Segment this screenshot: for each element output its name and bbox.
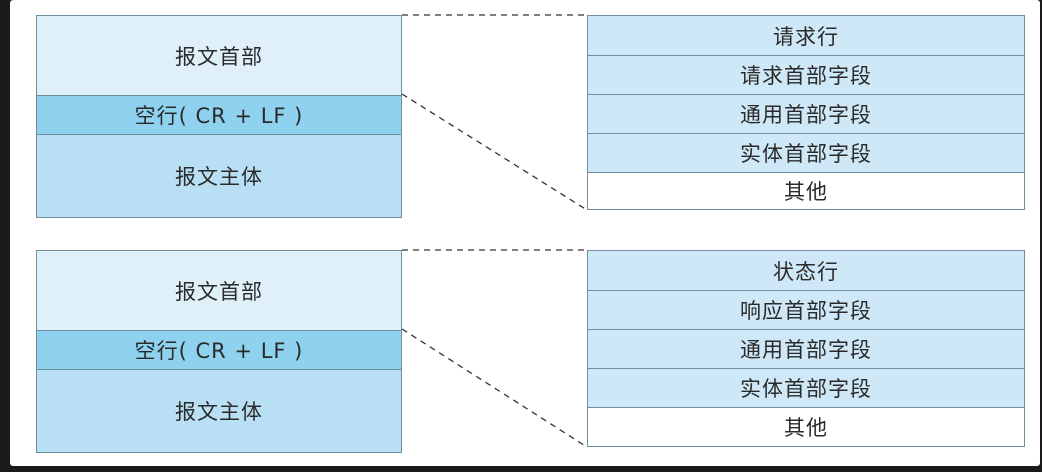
response-message-body: 报文主体 bbox=[37, 369, 401, 452]
request-message-block: 报文首部 空行( CR + LF ) 报文主体 bbox=[36, 15, 402, 218]
response-message-header: 报文首部 bbox=[37, 251, 401, 330]
response-blank-line: 空行( CR + LF ) bbox=[37, 330, 401, 369]
request-header-detail: 请求行 请求首部字段 通用首部字段 实体首部字段 其他 bbox=[587, 15, 1025, 210]
request-header-fields: 请求首部字段 bbox=[588, 55, 1024, 94]
request-line: 请求行 bbox=[588, 16, 1024, 55]
response-entity-header-fields: 实体首部字段 bbox=[588, 368, 1024, 407]
request-other: 其他 bbox=[588, 172, 1024, 209]
response-header-detail: 状态行 响应首部字段 通用首部字段 实体首部字段 其他 bbox=[587, 250, 1025, 447]
status-line: 状态行 bbox=[588, 251, 1024, 290]
request-message-body: 报文主体 bbox=[37, 134, 401, 217]
request-general-header-fields: 通用首部字段 bbox=[588, 94, 1024, 133]
request-message-header: 报文首部 bbox=[37, 16, 401, 95]
response-header-fields: 响应首部字段 bbox=[588, 290, 1024, 329]
request-blank-line: 空行( CR + LF ) bbox=[37, 95, 401, 134]
response-message-block: 报文首部 空行( CR + LF ) 报文主体 bbox=[36, 250, 402, 453]
request-entity-header-fields: 实体首部字段 bbox=[588, 133, 1024, 172]
response-other: 其他 bbox=[588, 407, 1024, 446]
response-general-header-fields: 通用首部字段 bbox=[588, 329, 1024, 368]
